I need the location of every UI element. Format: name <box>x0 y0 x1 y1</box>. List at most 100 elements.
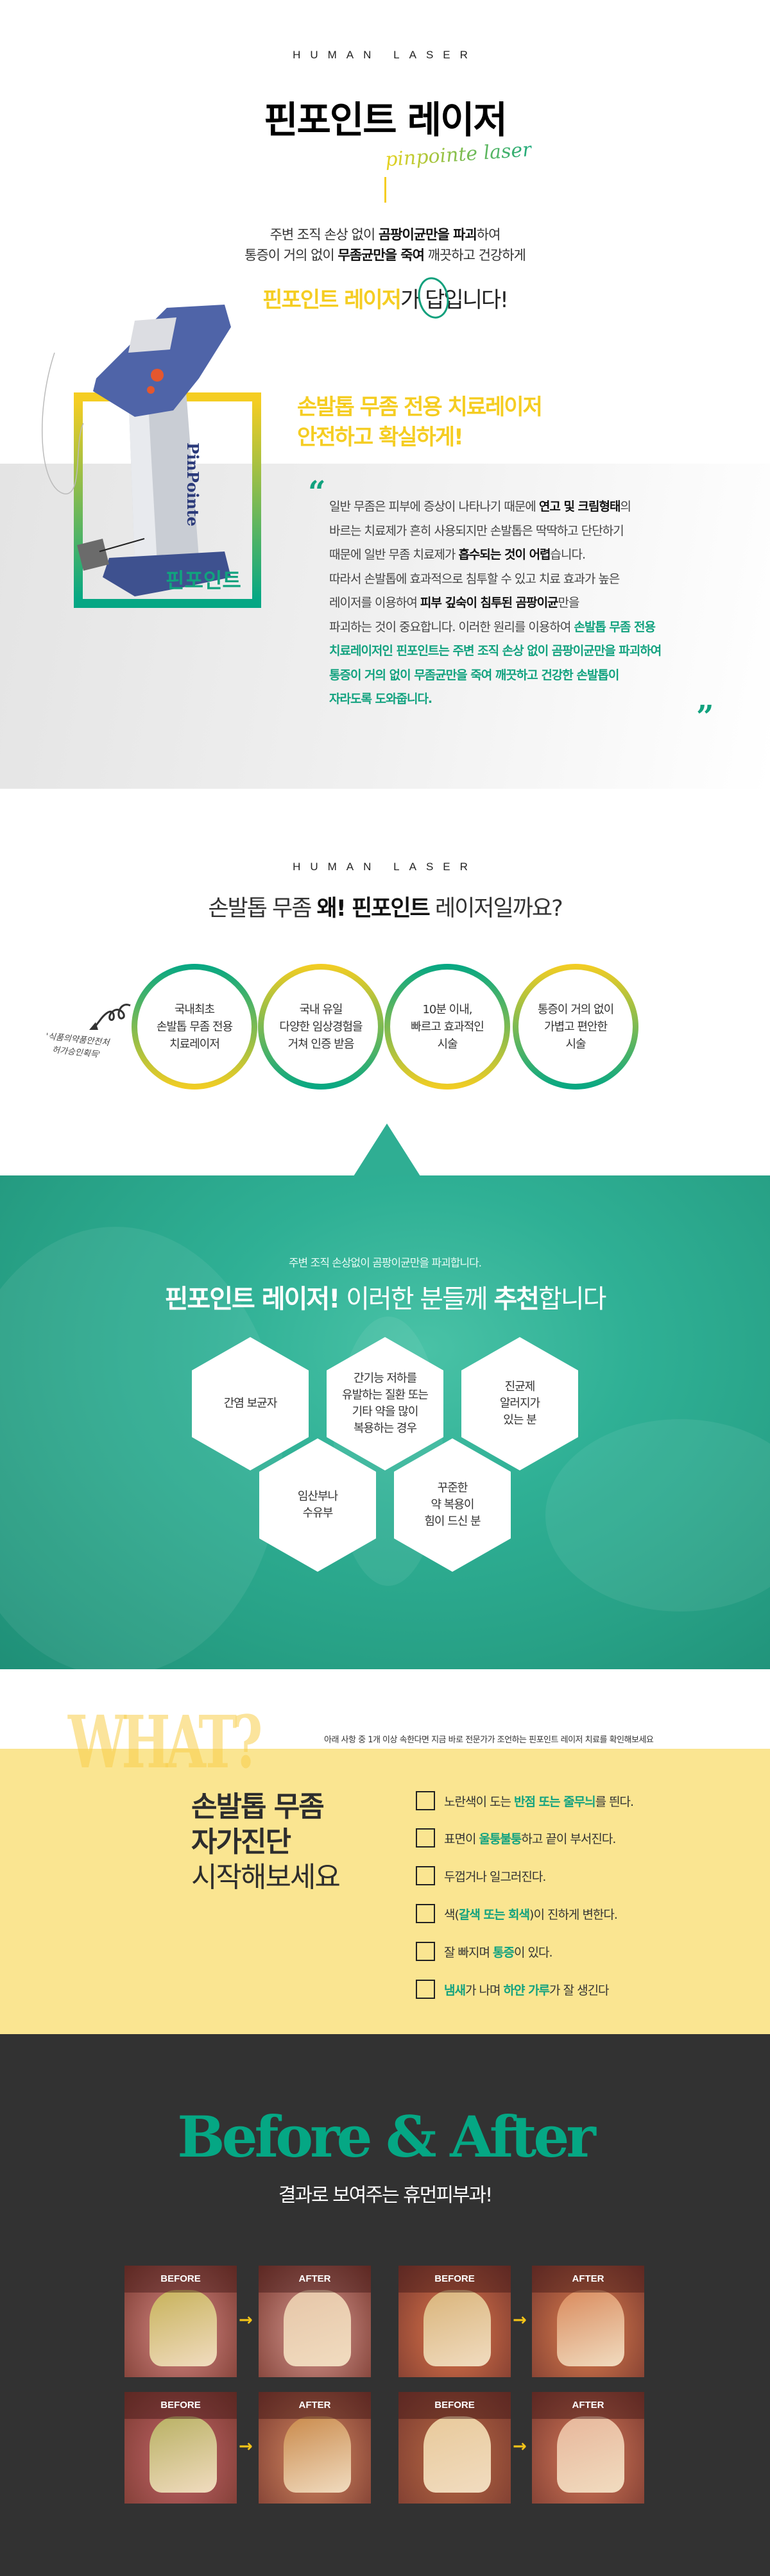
before-photo: BEFORE <box>124 2266 237 2377</box>
feature-circle-text: 국내 유일 다양한 임상경험을 거쳐 인증 받음 <box>264 970 378 1084</box>
text-segment: 핀포인트 레이저! <box>164 1284 341 1314</box>
text-segment: 만을 <box>558 596 580 610</box>
after-photo: AFTER <box>532 2266 644 2377</box>
feature-heading-line: 손발톱 무좀 전용 치료레이저 <box>297 394 543 420</box>
text-segment: 답 <box>425 282 445 314</box>
nail-image <box>283 2290 351 2366</box>
text-segment: 통증 <box>493 1945 515 1960</box>
text-segment: 손발톱 무좀 <box>208 896 317 922</box>
checklist-item[interactable]: 잘 빠지며 통증이 있다. <box>416 1942 552 1961</box>
brand-eyebrow: HUMAN LASER <box>293 49 477 61</box>
device-screen <box>128 317 176 353</box>
feature-circle: 10분 이내, 빠르고 효과적인 시술 <box>384 964 510 1090</box>
checklist-item[interactable]: 노란색이 도는 반점 또는 줄무늬를 띈다. <box>416 1791 635 1810</box>
text-segment: 이 있다. <box>513 1945 553 1960</box>
arrow-right-icon: → <box>513 2437 527 2456</box>
text-segment: 하얀 가루 <box>503 1983 551 1998</box>
feature-circle-text: 10분 이내, 빠르고 효과적인 시술 <box>390 970 504 1084</box>
checklist-item-label: 냄새가 나며 하얀 가루가 잘 생긴다 <box>444 1981 610 1998</box>
device-label: 핀포인트 <box>166 568 241 593</box>
feature-circle: 국내최초 손발톱 무좀 전용 치료레이저 <box>132 964 257 1090</box>
checklist-item-label: 노란색이 도는 반점 또는 줄무늬를 띈다. <box>444 1792 635 1810</box>
checkbox[interactable] <box>416 1791 435 1810</box>
text-segment: 울퉁불퉁 <box>479 1831 522 1846</box>
text-segment: 반점 또는 줄무늬 <box>513 1794 596 1809</box>
text-segment: 흡수되는 것이 어렵 <box>458 548 551 562</box>
text-segment: 주변 조직 손상 없이 <box>270 227 379 242</box>
approval-note: '식품의약품안전처 허가승인획득' <box>45 1031 110 1060</box>
body-line: 따라서 손발톱에 효과적으로 침투할 수 있고 치료 효과가 높은 <box>329 568 661 592</box>
text-segment: 레이저를 이용하여 <box>329 596 420 610</box>
text-segment: 노란색이 도는 <box>444 1794 514 1809</box>
text-segment: 입니다! <box>443 287 508 313</box>
swirl-arrow-icon <box>89 1004 131 1030</box>
checklist-title-line: 자가진단 <box>191 1826 291 1858</box>
checkbox[interactable] <box>416 1866 435 1885</box>
checklist-item-label: 두껍거나 일그러진다. <box>444 1867 546 1885</box>
checklist-item[interactable]: 냄새가 나며 하얀 가루가 잘 생긴다 <box>416 1980 610 1999</box>
why-title: 손발톱 무좀 왜! 핀포인트 레이저일까요? <box>0 890 770 923</box>
after-label: AFTER <box>259 2392 371 2419</box>
page-title: 핀포인트 레이저 <box>264 98 508 142</box>
text-segment: 파괴하는 것이 중요합니다. 이러한 원리를 이용하여 <box>329 619 574 634</box>
quote-close-icon: ” <box>696 699 714 735</box>
text-segment: 를 띈다. <box>595 1794 635 1809</box>
text-segment: 잘 빠지며 <box>444 1945 493 1960</box>
recommend-subtitle: 주변 조직 손상없이 곰팡이균만을 파괴합니다. <box>288 1257 482 1270</box>
intro-line: 통증이 거의 없이 무좀균만을 죽여 깨끗하고 건강하게 <box>0 245 770 265</box>
body-line: 바르는 치료제가 흔히 사용되지만 손발톱은 딱딱하고 단단하기 <box>329 519 661 544</box>
after-photo: AFTER <box>259 2266 371 2377</box>
nail-image <box>283 2416 351 2493</box>
text-segment: 치료레이저인 핀포인트는 주변 조직 손상 없이 곰팡이균만을 파괴하여 <box>329 644 662 658</box>
why-eyebrow: HUMAN LASER <box>293 861 477 873</box>
text-segment: )이 진하게 변한다. <box>529 1907 618 1922</box>
candidate-hex: 임산부나 수유부 <box>259 1438 376 1572</box>
results-title: Before & After <box>177 2103 596 2170</box>
nail-image <box>149 2416 217 2493</box>
before-label: BEFORE <box>124 2392 237 2419</box>
checklist-item[interactable]: 색(갈색 또는 회색)이 진하게 변한다. <box>416 1904 618 1923</box>
fiber-cable <box>41 352 84 494</box>
checkbox[interactable] <box>416 1942 435 1961</box>
nail-image <box>556 2416 624 2493</box>
text-segment: 통증이 거의 없이 무좀균만을 죽여 깨끗하고 건강한 손발톱이 <box>329 668 619 682</box>
text-segment: 깨끗하고 건강하게 <box>424 248 526 263</box>
checklist-item[interactable]: 표면이 울퉁불퉁하고 끝이 부서진다. <box>416 1828 616 1848</box>
answer-headline: 핀포인트 레이저가 답입니다! <box>0 282 770 314</box>
candidate-hex: 간기능 저하를 유발하는 질환 또는 기타 약을 많이 복용하는 경우 <box>327 1337 443 1470</box>
before-label: BEFORE <box>398 2392 511 2419</box>
checkbox[interactable] <box>416 1904 435 1923</box>
text-segment: 가 잘 생긴다 <box>549 1983 609 1998</box>
intro-line: 주변 조직 손상 없이 곰팡이균만을 파괴하여 <box>0 224 770 245</box>
candidate-hex: 간염 보균자 <box>192 1337 309 1470</box>
nail-image <box>556 2290 624 2366</box>
checklist-title-line: 손발톱 무좀 <box>191 1790 325 1823</box>
checkbox[interactable] <box>416 1828 435 1848</box>
body-line: 치료레이저인 핀포인트는 주변 조직 손상 없이 곰팡이균만을 파괴하여 <box>329 639 662 664</box>
text-segment: 갈색 또는 회색 <box>458 1907 530 1922</box>
text-segment: 손발톱 무좀 전용 <box>574 619 656 634</box>
checkbox[interactable] <box>416 1980 435 1999</box>
body-line: 자라도록 도와줍니다. <box>329 687 661 712</box>
text-segment: 연고 및 크림형태 <box>538 500 621 514</box>
arrow-right-icon: → <box>239 2437 253 2456</box>
checklist-item-label: 색(갈색 또는 회색)이 진하게 변한다. <box>444 1905 618 1923</box>
after-label: AFTER <box>532 2392 644 2419</box>
text-segment: 무좀균만을 죽여 <box>338 248 425 263</box>
device-base <box>103 551 231 596</box>
text-segment: 일반 무좀은 피부에 증상이 나타나기 때문에 <box>329 500 539 514</box>
after-photo: AFTER <box>532 2392 644 2504</box>
text-segment: 하고 끝이 부서진다. <box>521 1831 616 1846</box>
nail-image <box>423 2290 491 2366</box>
text-segment: 하여 <box>476 227 501 242</box>
quote-open-icon: “ <box>308 475 326 510</box>
what-watermark: WHAT? <box>68 1701 262 1785</box>
after-label: AFTER <box>532 2266 644 2293</box>
laser-device-image: PinPointe <box>41 305 231 596</box>
checklist-item[interactable]: 두껍거나 일그러진다. <box>416 1866 546 1885</box>
text-segment: 의 <box>620 500 631 514</box>
intro-text: 주변 조직 손상 없이 곰팡이균만을 파괴하여 통증이 거의 없이 무좀균만을 … <box>0 224 770 265</box>
text-segment: 추천 <box>493 1284 540 1314</box>
text-segment: 통증이 거의 없이 <box>244 248 338 263</box>
